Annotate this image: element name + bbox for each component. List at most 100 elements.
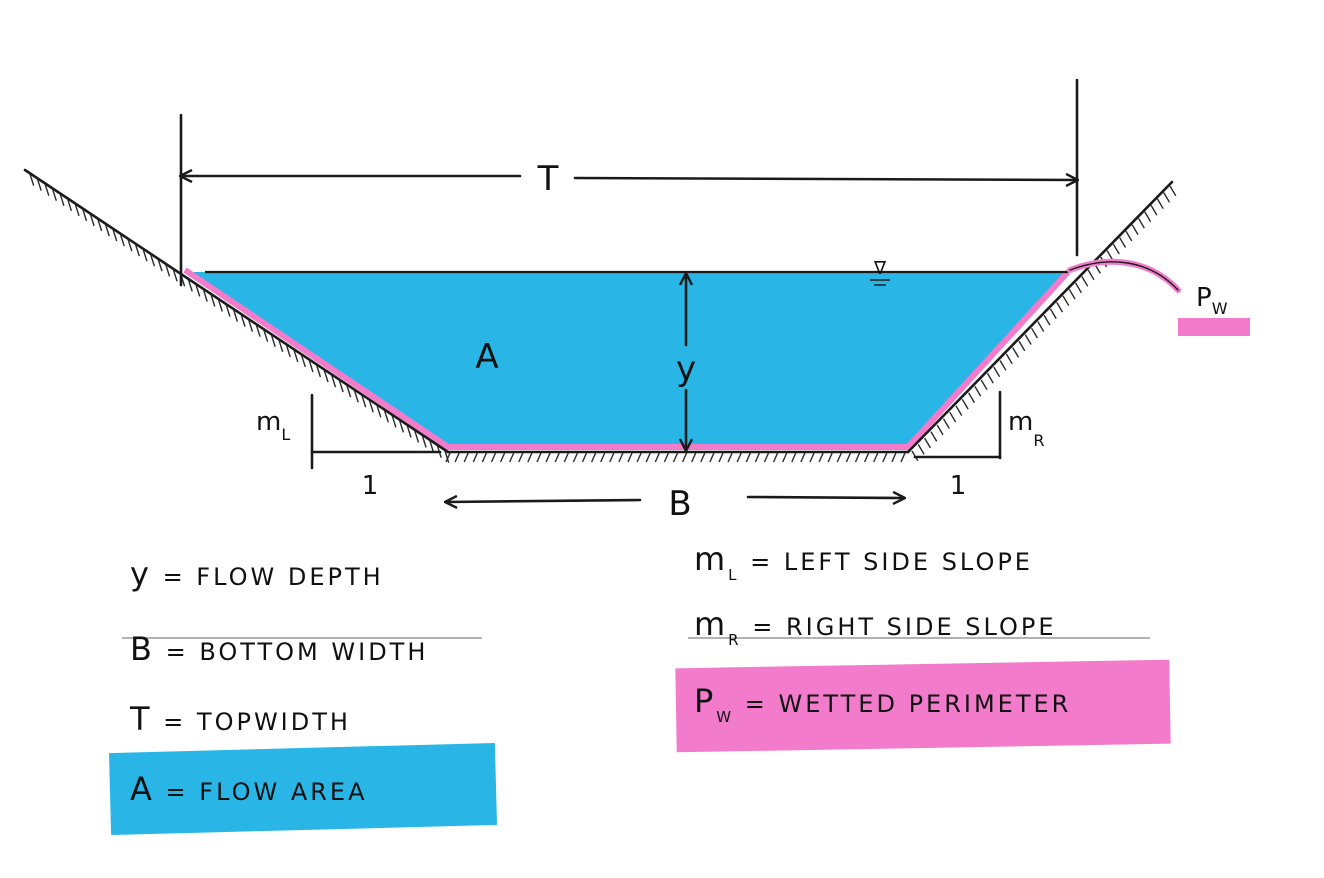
hatch-mark — [636, 452, 642, 463]
hatch-mark — [270, 334, 276, 348]
hatch-mark — [882, 452, 888, 463]
hatch-mark — [67, 198, 73, 212]
hatch-mark — [1049, 308, 1057, 319]
right-slope-run-label: 1 — [950, 471, 967, 501]
hatch-mark — [97, 219, 103, 232]
hatch-mark — [1169, 185, 1177, 197]
hatch-mark — [263, 329, 269, 342]
hatch-mark — [74, 203, 80, 217]
hatch-mark — [1112, 243, 1120, 255]
right-bank-hatching — [911, 185, 1177, 462]
hatch-mark — [772, 452, 779, 463]
hatch-mark — [518, 452, 524, 463]
hatch-mark — [1024, 334, 1032, 345]
hatch-mark — [536, 452, 542, 463]
hatch-mark — [581, 452, 588, 463]
hatch-mark — [1119, 237, 1127, 248]
hatch-mark — [1074, 282, 1083, 294]
top-width-arrow-right — [573, 178, 1077, 180]
hatch-mark — [572, 452, 579, 463]
left-slope-label: mL — [256, 407, 290, 444]
hatch-mark — [718, 452, 724, 463]
hatch-mark — [800, 452, 806, 463]
hatch-mark — [172, 269, 178, 282]
left-slope-subscript: L — [281, 425, 290, 444]
hatch-mark — [278, 339, 284, 353]
hatch-mark — [225, 304, 231, 317]
hatch-mark — [763, 452, 770, 463]
hatch-mark — [1087, 269, 1095, 281]
legend-subscript: L — [728, 566, 739, 584]
left-slope-run-label: 1 — [362, 471, 379, 501]
hatch-mark — [863, 452, 870, 463]
legend-subscript: W — [716, 708, 734, 726]
top-width-label: T — [537, 159, 559, 199]
hatch-mark — [1081, 276, 1089, 287]
hatch-mark — [29, 173, 35, 186]
legend-symbol: T — [129, 700, 153, 738]
hatch-mark — [609, 452, 615, 463]
hatch-mark — [509, 452, 515, 463]
hatch-mark — [527, 452, 533, 463]
hatch-mark — [563, 452, 569, 463]
hatch-mark — [157, 259, 163, 272]
legend-item: mR = RIGHT SIDE SLOPE — [694, 605, 1057, 649]
hatch-mark — [980, 379, 988, 391]
hatch-mark — [986, 373, 994, 384]
hatch-mark — [142, 249, 148, 262]
hatch-mark — [618, 452, 624, 463]
hatch-mark — [112, 229, 118, 242]
hatch-mark — [999, 360, 1007, 371]
left-bank-line — [23, 168, 450, 454]
depth-label: y — [676, 349, 696, 389]
hatch-mark — [285, 344, 291, 358]
hatch-mark — [202, 289, 208, 302]
hatch-mark — [499, 452, 506, 463]
hatch-mark — [331, 375, 337, 388]
hatch-mark — [293, 350, 299, 363]
legend-definition: = WETTED PERIMETER — [734, 690, 1071, 718]
wetted-perimeter-label: PW — [1196, 283, 1228, 318]
hatch-mark — [873, 452, 879, 463]
legend-definition: = FLOW AREA — [155, 778, 368, 806]
hatch-mark — [1137, 217, 1145, 229]
hatch-mark — [308, 360, 314, 373]
hatch-mark — [554, 452, 560, 463]
hatch-mark — [399, 420, 405, 433]
wetted-perimeter-underline — [1178, 318, 1250, 336]
hatch-mark — [590, 452, 597, 463]
wetted-perimeter-subscript: W — [1212, 299, 1228, 318]
hatch-mark — [1125, 230, 1133, 242]
flow-area-label: A — [475, 337, 498, 377]
hatch-mark — [645, 452, 651, 463]
hatch-mark — [923, 437, 932, 449]
hatch-mark — [316, 365, 322, 378]
legend-wetted-perimeter-highlight — [675, 659, 1171, 753]
left-slope-symbol: m — [256, 407, 281, 437]
hatch-mark — [248, 319, 254, 332]
hatch-mark — [481, 452, 488, 463]
legend-definition: = LEFT SIDE SLOPE — [740, 548, 1033, 576]
hatch-mark — [406, 425, 412, 438]
hatch-mark — [1018, 340, 1026, 352]
hatch-mark — [727, 452, 733, 463]
hatch-mark — [654, 452, 660, 463]
hatch-mark — [736, 452, 742, 463]
legend-item: A = FLOW AREA — [130, 770, 368, 808]
hatch-mark — [1012, 347, 1020, 358]
hatch-mark — [1144, 211, 1152, 223]
hatch-mark — [187, 279, 193, 292]
hatch-mark — [323, 370, 329, 383]
hatch-mark — [134, 244, 140, 257]
legend-item: B = BOTTOM WIDTH — [130, 630, 428, 668]
hatch-mark — [672, 452, 679, 463]
bottom-width-label: B — [668, 484, 691, 524]
legend-symbol: m — [694, 540, 728, 578]
flow-area-fill — [185, 272, 1068, 448]
hatch-mark — [1037, 321, 1045, 332]
hatch-mark — [917, 444, 925, 455]
legend-item: mL = LEFT SIDE SLOPE — [694, 540, 1033, 584]
hatch-mark — [346, 385, 352, 398]
wetted-perimeter-leader-ink — [1069, 261, 1179, 291]
